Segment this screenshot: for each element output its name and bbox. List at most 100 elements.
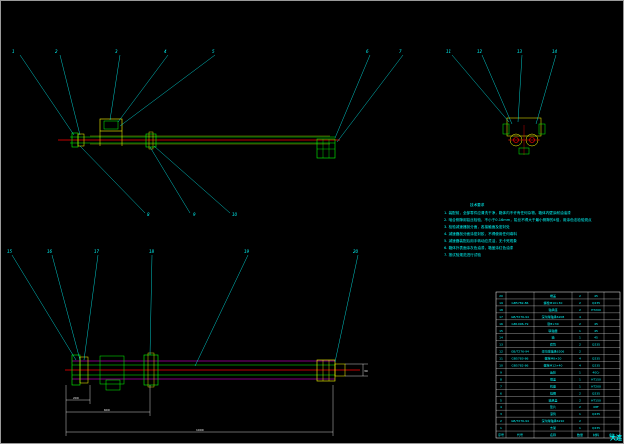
balloon-label: 6 — [366, 49, 369, 54]
bom-cell: GB5782-86 — [512, 364, 529, 368]
bom-cell: 1 — [579, 329, 581, 333]
note-line: 6. 箱体外表面涂灰色油漆，箱盖涂红色油漆 — [444, 245, 514, 250]
balloon-label: 19 — [244, 249, 250, 254]
balloon-label: 10 — [232, 212, 238, 217]
top-leaders — [19, 54, 404, 214]
balloon-label: 11 — [446, 49, 451, 54]
bom-cell: 2 — [579, 308, 581, 312]
bom-cell: 19 — [499, 301, 503, 305]
bom-cell: 垫片 — [550, 404, 556, 409]
balloon-label: 13 — [517, 49, 523, 54]
bom-cell: 12 — [499, 350, 503, 354]
bom-cell: 1 — [500, 426, 502, 430]
bom-cell: 联轴器 — [548, 328, 557, 333]
top-assembly-view — [58, 118, 340, 159]
note-line: 1. 装配前，全部零件应清洗干净，箱体内不许有任何杂物。箱体内壁涂耐油油漆 — [444, 210, 571, 215]
bom-cell: 2 — [579, 294, 581, 298]
bom-cell: 5 — [500, 398, 502, 402]
bom-header-cell: 代号 — [517, 432, 523, 437]
notes-heading: 技术要求 — [470, 202, 485, 207]
bom-cell: 齿轮 — [550, 369, 556, 374]
balloon-label: 16 — [47, 249, 53, 254]
bom-cell: 3 — [500, 412, 502, 416]
bom-cell: 2 — [579, 301, 581, 305]
bom-cell: 螺栓M8×20 — [545, 356, 562, 361]
bom-cell: 2 — [579, 322, 581, 326]
bom-cell: HT200 — [591, 308, 601, 312]
bom-cell: 6 — [500, 391, 502, 395]
bom-header-cell: 名称 — [550, 432, 556, 437]
bom-cell: 40Cr — [592, 370, 600, 374]
bom-cell: 2 — [579, 391, 581, 395]
bom-cell: 14 — [499, 336, 503, 340]
bom-cell: 1 — [579, 384, 581, 388]
bom-cell: 4 — [579, 315, 581, 319]
bom-cell: 端盖 — [550, 376, 556, 381]
dimension-label: 200 — [73, 396, 79, 400]
bom-cell: 2 — [579, 343, 581, 347]
bom-cell: 11 — [499, 357, 503, 361]
bom-cell: GB/T276-94 — [511, 315, 529, 319]
bom-cell: GB5782-86 — [512, 301, 529, 305]
bom-header-cell: 材料 — [593, 432, 599, 437]
bom-cell: 轴承座 — [548, 307, 557, 312]
balloon-label: 18 — [149, 249, 155, 254]
top-balloons: 1 2 3 4 5 6 7 8 9 10 — [12, 49, 402, 217]
balloon-label: 2 — [55, 49, 58, 54]
bom-cell: 螺栓M12×40 — [544, 363, 563, 368]
bom-header-cell: 备注 — [609, 432, 615, 437]
bom-cell: 18 — [499, 308, 503, 312]
bom-cell: GB/T276-94 — [511, 419, 529, 423]
balloon-label: 17 — [94, 249, 100, 254]
note-line: 5. 减速器装配后用手转动应灵活，无卡死现象 — [444, 238, 517, 243]
bottom-assembly-view — [65, 352, 360, 391]
bom-cell: 45 — [594, 336, 598, 340]
bom-cell: GB/T276-94 — [511, 350, 529, 354]
balloon-label: 14 — [552, 49, 558, 54]
bom-cell: GB1096-79 — [512, 322, 529, 326]
bom-cell: 键8×30 — [547, 321, 558, 326]
bom-cell: Q235 — [592, 364, 600, 368]
title-block-label: 大连 — [610, 434, 623, 442]
bom-header-cell: 数量 — [577, 432, 583, 437]
bom-cell: Q235 — [592, 391, 600, 395]
bom-cell: 45 — [594, 294, 598, 298]
balloon-label: 12 — [477, 49, 483, 54]
balloon-label: 1 — [12, 49, 15, 54]
dimension-label: 600 — [104, 408, 110, 412]
bom-cell: Q235 — [592, 426, 600, 430]
technical-notes: 技术要求 1. 装配前，全部零件应清洗干净，箱体内不许有任何杂物。箱体内壁涂耐油… — [444, 202, 592, 257]
note-line: 3. 检验减速器剖分面，各接触面及密封处 — [444, 224, 510, 229]
bom-cell: 滚筒 — [550, 411, 556, 416]
dimension-label: 1000 — [196, 428, 204, 432]
bom-cell: 深沟球轴承6210 — [542, 418, 565, 423]
bom-cell: 2 — [579, 398, 581, 402]
balloon-label: 3 — [115, 49, 118, 54]
bom-cell: Q235 — [592, 412, 600, 416]
bom-cell: 16 — [499, 322, 503, 326]
bom-cell: 端盖 — [550, 293, 556, 298]
bom-cell: 15 — [499, 329, 503, 333]
bom-cell: 45 — [594, 329, 598, 333]
bom-cell: 2 — [579, 350, 581, 354]
bom-cell: HT150 — [591, 377, 601, 381]
bom-cell: 2 — [500, 419, 502, 423]
bom-cell: GB5783-86 — [512, 357, 529, 361]
note-line: 7. 按试验规范进行试验 — [444, 252, 481, 257]
bom-cell: 10 — [499, 364, 503, 368]
bom-cell: 挡圈 — [550, 390, 556, 395]
bom-cell: 4 — [579, 357, 581, 361]
bom-cell: 45 — [594, 322, 598, 326]
bom-cell: Q235 — [592, 343, 600, 347]
bom-cell: 螺栓M10×30 — [544, 300, 563, 305]
bom-cell: 轴承盖 — [548, 397, 557, 402]
bom-cell: 20 — [499, 294, 503, 298]
bom-cell: 4 — [579, 364, 581, 368]
bom-cell: 支架 — [550, 425, 556, 430]
bom-cell: 深沟球轴承6206 — [542, 349, 565, 354]
note-line: 2. 啮合侧隙用铅丝检验，不小于0.16mm，铅丝不得大于最小侧隙的4倍，用涂色… — [444, 217, 592, 222]
bom-cell: 7 — [500, 384, 502, 388]
balloon-label: 20 — [353, 249, 359, 254]
